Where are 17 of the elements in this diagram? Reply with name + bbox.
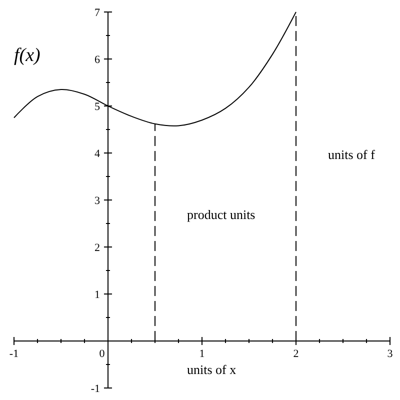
- tick-label: 3: [387, 348, 393, 360]
- axis-unit-label: units of x: [187, 363, 236, 376]
- tick-label: 1: [94, 289, 100, 301]
- function-label: f(x): [14, 46, 40, 65]
- tick-label: 2: [293, 348, 299, 360]
- tick-label: -1: [90, 383, 100, 395]
- tick-label: 2: [94, 242, 100, 254]
- tick-label: 1: [199, 348, 205, 360]
- axis-unit-label: units of f: [328, 148, 375, 161]
- tick-label: 6: [94, 54, 100, 66]
- area-label: product units: [187, 208, 256, 221]
- tick-label: 3: [94, 195, 100, 207]
- tick-label: 5: [94, 101, 100, 113]
- tick-label: -1: [9, 348, 19, 360]
- tick-label: 4: [94, 148, 100, 160]
- tick-label: 0: [99, 348, 105, 360]
- tick-label: 7: [94, 7, 100, 19]
